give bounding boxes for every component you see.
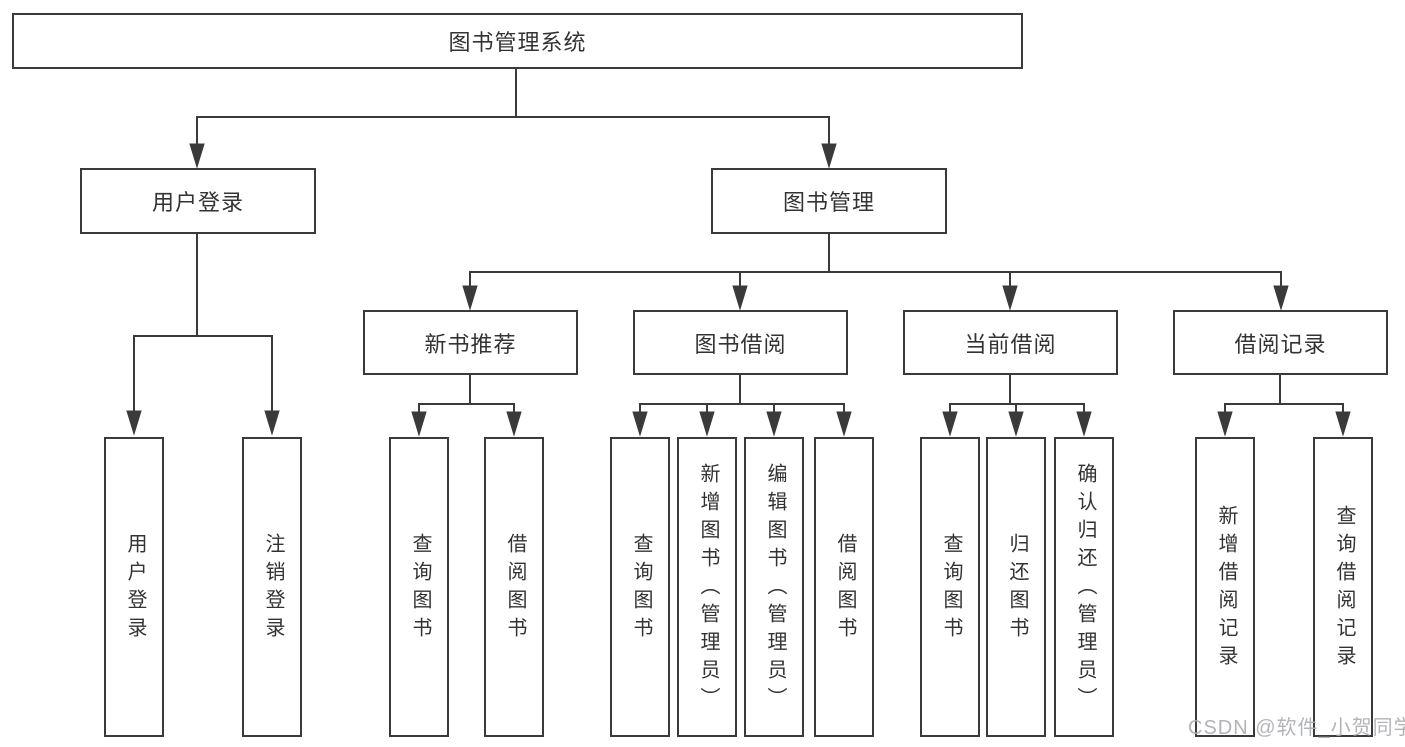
- arrow-down-icon: [1217, 411, 1233, 437]
- arrow-down-icon: [506, 411, 522, 437]
- node-leaf-edit-books-admin: 编辑图书（管理员）: [744, 437, 804, 737]
- arrow-down-icon: [126, 410, 142, 436]
- node-leaf-confirm-return-admin: 确认归还（管理员）: [1054, 437, 1114, 737]
- connector-current-borrowing-children: [942, 374, 1092, 437]
- connector-root-to-level2: [189, 69, 837, 169]
- connector-user-login-children: [126, 234, 280, 436]
- arrow-down-icon: [1273, 285, 1289, 311]
- arrow-down-icon: [1076, 411, 1092, 437]
- node-leaf-return-books: 归还图书: [986, 437, 1046, 737]
- node-current-borrowing: 当前借阅: [903, 310, 1118, 375]
- node-leaf-borrow-books-recommend: 借阅图书: [484, 437, 544, 737]
- node-leaf-query-books-recommend: 查询图书: [389, 437, 449, 737]
- node-borrowing-records: 借阅记录: [1173, 310, 1388, 375]
- connector-borrowing-records-children: [1217, 374, 1351, 437]
- connector-book-management-children: [462, 234, 1289, 311]
- arrow-down-icon: [836, 411, 852, 437]
- node-library-management-system: 图书管理系统: [12, 13, 1023, 69]
- node-new-book-recommendation: 新书推荐: [363, 310, 578, 375]
- connector-new-book-recommendation-children: [411, 374, 522, 437]
- arrow-down-icon: [189, 143, 205, 169]
- arrow-down-icon: [411, 411, 427, 437]
- arrow-down-icon: [462, 285, 478, 311]
- node-leaf-borrow-books: 借阅图书: [814, 437, 874, 737]
- arrow-down-icon: [766, 411, 782, 437]
- node-leaf-add-books-admin: 新增图书（管理员）: [677, 437, 737, 737]
- arrow-down-icon: [942, 411, 958, 437]
- node-leaf-logout: 注销登录: [242, 437, 302, 737]
- watermark-text: CSDN @软件_小贺同学: [1188, 717, 1405, 739]
- arrow-down-icon: [1335, 411, 1351, 437]
- node-book-management: 图书管理: [711, 168, 947, 234]
- node-leaf-add-borrow-record: 新增借阅记录: [1195, 437, 1255, 737]
- arrow-down-icon: [732, 285, 748, 311]
- arrow-down-icon: [1002, 285, 1018, 311]
- arrow-down-icon: [699, 411, 715, 437]
- node-leaf-query-books-current: 查询图书: [920, 437, 980, 737]
- node-book-borrowing: 图书借阅: [633, 310, 848, 375]
- arrow-down-icon: [1008, 411, 1024, 437]
- node-leaf-query-books-borrowing: 查询图书: [610, 437, 670, 737]
- node-leaf-query-borrow-record: 查询借阅记录: [1313, 437, 1373, 737]
- node-user-login: 用户登录: [80, 168, 316, 234]
- arrow-down-icon: [821, 143, 837, 169]
- arrow-down-icon: [264, 410, 280, 436]
- node-leaf-user-login: 用户登录: [104, 437, 164, 737]
- connector-book-borrowing-children: [632, 374, 852, 437]
- arrow-down-icon: [632, 411, 648, 437]
